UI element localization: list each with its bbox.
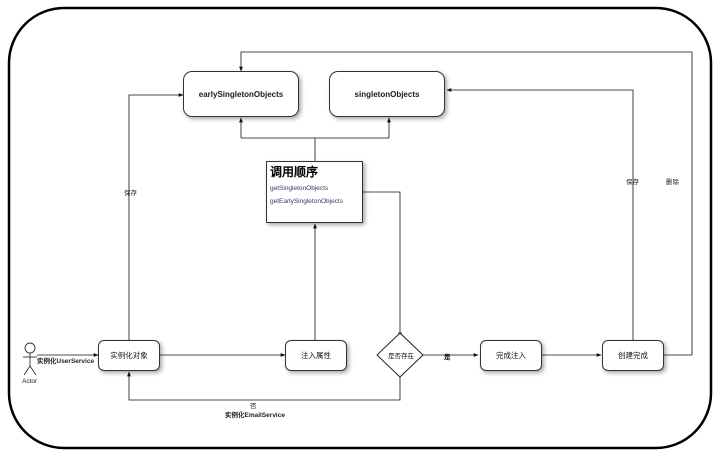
actor-figure [23,342,37,376]
call-order-note: 调用顺序 getSingletonObjects getEarlySinglet… [266,161,363,223]
edge-complete-to-singleton [446,88,634,340]
actor-label: Actor [22,378,38,385]
call-order-line-2: getEarlySingletonObjects [270,198,343,205]
edge-complete-delete-early [239,51,693,356]
singleton-objects-label: singletonObjects [354,89,420,99]
edge-label-instantiate-email-service: 实例化EmailService [225,412,285,419]
decision-label: 是否存在 [388,353,414,360]
edge-label-yes: 是 [444,354,451,361]
creation-complete-label: 创建完成 [618,351,648,360]
early-singleton-objects-label: earlySingletonObjects [198,89,284,99]
instantiate-object-label: 实例化对象 [110,351,148,360]
early-singleton-objects-node: earlySingletonObjects [183,71,299,117]
outer-frame [7,6,713,450]
edge-label-save-right: 保存 [626,179,639,186]
decision-diamond [376,332,424,378]
edge-label-no: 否 [250,403,257,410]
call-order-line-1: getSingletonObjects [270,185,329,192]
edge-label-delete: 删除 [666,179,679,186]
edge-note-to-decision [363,191,402,338]
creation-complete-node: 创建完成 [602,340,664,371]
inject-property-label: 注入属性 [301,351,331,360]
finish-injection-node: 完成注入 [480,340,542,371]
singleton-objects-node: singletonObjects [329,71,445,117]
call-order-title: 调用顺序 [270,165,319,179]
edge-instantiate-to-early [128,93,184,340]
finish-injection-label: 完成注入 [496,351,526,360]
edge-decision-no [127,371,401,401]
inject-property-node: 注入属性 [285,340,347,371]
instantiate-object-node: 实例化对象 [98,340,160,371]
edge-label-save-left: 保存 [124,190,137,197]
edge-label-instantiate-user-service: 实例化UserService [37,358,95,365]
